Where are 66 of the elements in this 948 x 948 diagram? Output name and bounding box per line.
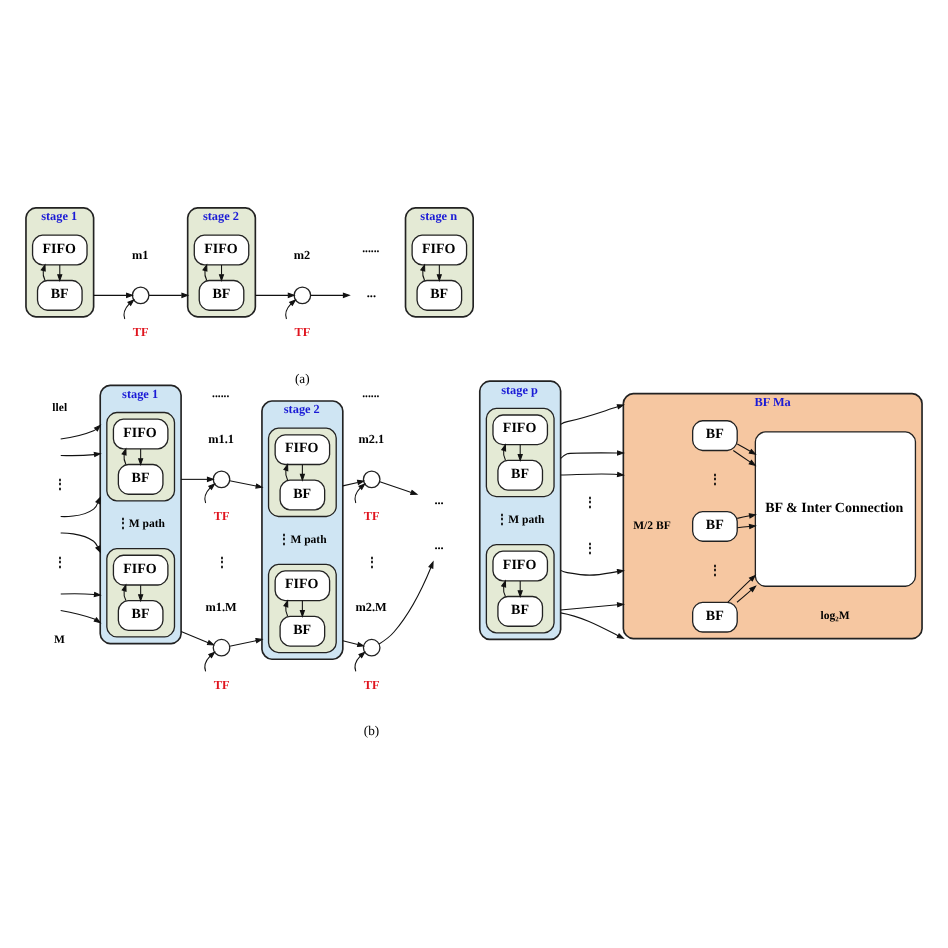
arrow [60,610,102,624]
cluster [267,427,337,518]
arrow [342,479,366,487]
arrow [732,450,757,467]
arrow [500,443,507,461]
arrow [137,584,144,603]
arrow [517,444,523,462]
arrow [202,263,208,281]
node-circle [131,286,150,305]
arrow [93,292,134,299]
arrow [560,602,625,611]
arrow [229,480,264,489]
arrow [354,482,366,504]
arrow [736,443,757,456]
arrow [121,583,127,602]
arrow [180,631,216,646]
arrow [285,298,297,320]
cluster [485,407,555,498]
arrow [379,481,419,495]
arrow [310,292,351,299]
arrow [60,451,102,458]
arrow [736,513,757,519]
arrow [560,404,625,425]
cluster [106,411,176,502]
arrow [148,292,190,299]
arrow [123,298,135,320]
node-circle [212,638,231,657]
arrow [218,264,225,283]
arrow [299,464,306,482]
arrow [229,638,264,647]
arrow [560,471,625,478]
node-circle [362,638,381,657]
arrow [299,600,306,618]
arrow [60,532,101,554]
arrow [283,599,289,617]
arrow [204,482,216,504]
arrow [420,263,426,281]
arrow [60,591,102,598]
arrow [40,263,46,281]
arrow [137,448,144,467]
arrow [204,651,216,672]
cluster [485,543,555,634]
cluster [267,563,337,654]
arrow [180,476,215,483]
arrow [517,580,523,599]
arrow [254,292,296,299]
arrow [60,424,102,440]
arrow [436,264,443,283]
arrow [500,579,507,598]
arrow [121,447,127,465]
arrow [60,496,101,518]
arrow [354,651,366,672]
node-circle [212,470,231,489]
arrow [378,560,434,645]
node-circle [362,470,381,489]
arrow [283,463,289,481]
arrow [57,264,63,283]
node-circle [293,286,312,305]
arrow [342,640,366,648]
arrow [736,523,757,530]
arrow [560,450,625,459]
arrow [560,568,625,576]
arrow [736,585,757,603]
cluster [106,548,176,638]
arrow [560,612,625,640]
arrow [727,574,757,603]
